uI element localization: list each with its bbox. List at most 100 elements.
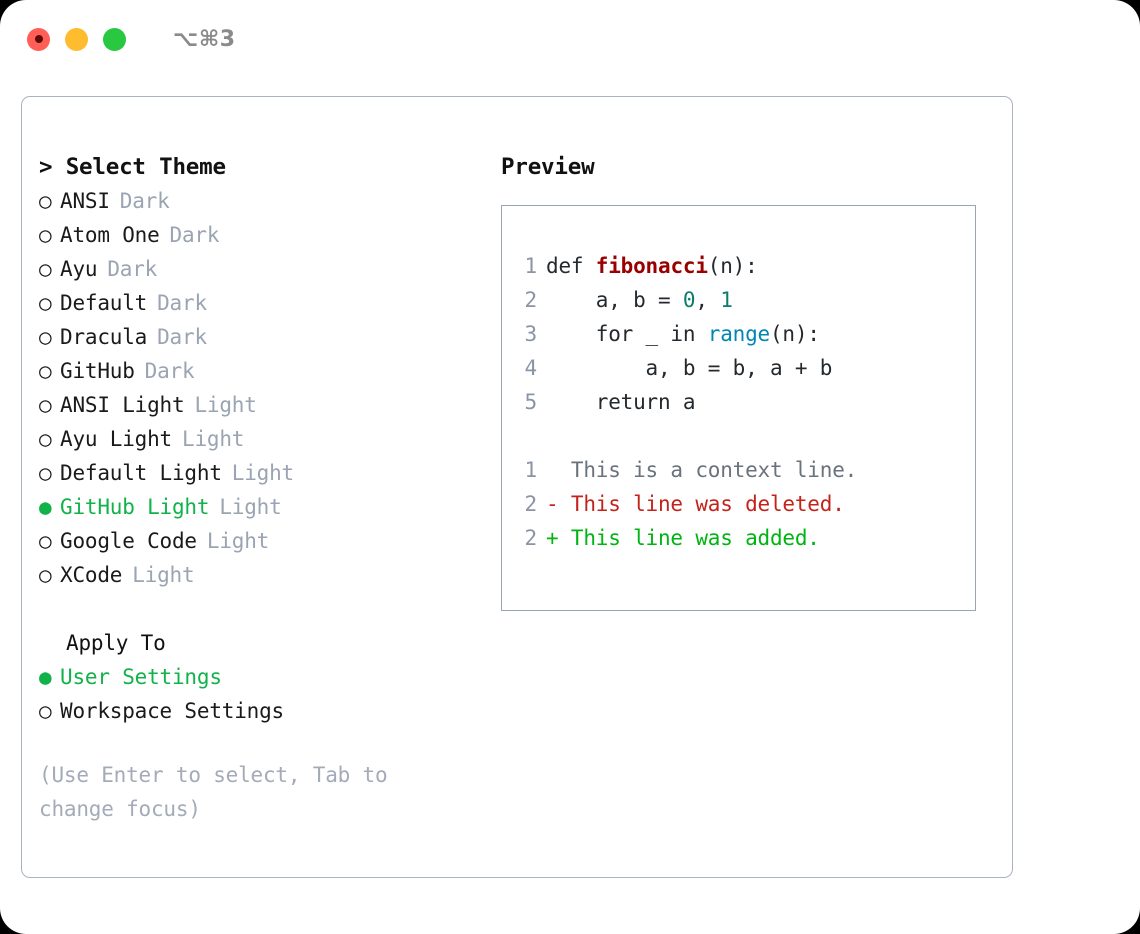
theme-option-tag: Dark bbox=[157, 325, 207, 349]
spacer bbox=[39, 592, 479, 626]
line-number: 1 bbox=[524, 254, 538, 278]
theme-option-label: Google Code bbox=[60, 529, 197, 553]
panel-columns: > Select Theme ○ ANSI Dark ○ Atom One Da… bbox=[22, 97, 1012, 877]
theme-option-label: Ayu Light bbox=[60, 427, 172, 451]
code-token: , bbox=[695, 288, 721, 312]
apply-to-option-workspace-settings[interactable]: ○ Workspace Settings bbox=[39, 694, 479, 728]
theme-option-label: XCode bbox=[60, 563, 123, 587]
radio-unselected-icon: ○ bbox=[39, 291, 52, 315]
radio-selected-icon: ● bbox=[39, 495, 52, 519]
diff-line-deleted: 2 - This line was deleted. bbox=[515, 487, 969, 521]
theme-option-label: GitHub bbox=[60, 359, 135, 383]
code-token: (n): bbox=[707, 254, 758, 278]
theme-option-dracula-dark[interactable]: ○ Dracula Dark bbox=[39, 320, 479, 354]
preview-column: Preview 1 def fibonacci(n): 2 a, b = 0, … bbox=[501, 150, 991, 611]
theme-option-label: Ayu bbox=[60, 257, 98, 281]
radio-unselected-icon: ○ bbox=[39, 461, 52, 485]
radio-unselected-icon: ○ bbox=[39, 189, 52, 213]
theme-option-tag: Light bbox=[206, 529, 270, 553]
radio-unselected-icon: ○ bbox=[39, 563, 52, 587]
close-dot-icon bbox=[34, 35, 43, 43]
code-line: 2 a, b = 0, 1 bbox=[515, 283, 969, 317]
code-line: 3 for _ in range(n): bbox=[515, 317, 969, 351]
theme-option-tag: Dark bbox=[169, 223, 220, 247]
line-number: 2 bbox=[524, 288, 538, 312]
theme-option-label: GitHub Light bbox=[60, 495, 210, 519]
theme-option-ansi-dark[interactable]: ○ ANSI Dark bbox=[39, 184, 479, 218]
radio-unselected-icon: ○ bbox=[39, 223, 52, 247]
code-token-number: 1 bbox=[720, 288, 733, 312]
radio-unselected-icon: ○ bbox=[39, 393, 52, 417]
title-bar: ⌥⌘3 bbox=[0, 0, 1140, 78]
code-content: for _ in range(n): bbox=[537, 317, 820, 351]
theme-option-tag: Light bbox=[132, 563, 195, 587]
code-content: a, b = b, a + b bbox=[546, 356, 833, 380]
apply-to-option-label: User Settings bbox=[60, 665, 222, 689]
code-token: for _ in bbox=[546, 322, 708, 346]
theme-picker-column: > Select Theme ○ ANSI Dark ○ Atom One Da… bbox=[39, 150, 479, 826]
diff-line-context: 1 This is a context line. bbox=[515, 453, 969, 487]
theme-option-tag: Dark bbox=[157, 291, 207, 315]
theme-option-xcode-light[interactable]: ○ XCode Light bbox=[39, 558, 479, 592]
code-token-builtin: range bbox=[707, 322, 770, 346]
code-content: a, b = 0, 1 bbox=[537, 283, 733, 317]
theme-option-tag: Light bbox=[194, 393, 257, 417]
radio-unselected-icon: ○ bbox=[39, 699, 52, 723]
radio-unselected-icon: ○ bbox=[39, 427, 52, 451]
line-number: 4 bbox=[524, 356, 538, 380]
diff-content: This is a context line. bbox=[546, 458, 858, 482]
theme-option-label: ANSI bbox=[60, 189, 110, 213]
minimize-button-icon[interactable] bbox=[65, 27, 88, 51]
diff-content: + This line was added. bbox=[546, 526, 820, 550]
code-preview: 1 def fibonacci(n): 2 a, b = 0, 1 3 for … bbox=[515, 249, 969, 555]
radio-unselected-icon: ○ bbox=[39, 325, 52, 349]
theme-option-tag: Dark bbox=[107, 257, 158, 281]
theme-option-default-dark[interactable]: ○ Default Dark bbox=[39, 286, 479, 320]
radio-unselected-icon: ○ bbox=[39, 359, 52, 383]
theme-option-tag: Dark bbox=[119, 189, 170, 213]
code-line: 4 a, b = b, a + b bbox=[515, 351, 969, 385]
code-token: a, b = bbox=[546, 288, 683, 312]
theme-option-label: Dracula bbox=[60, 325, 148, 349]
code-line: 5 return a bbox=[515, 385, 969, 419]
radio-selected-icon: ● bbox=[39, 665, 52, 689]
spacer bbox=[515, 419, 969, 453]
theme-option-ayu-dark[interactable]: ○ Ayu Dark bbox=[39, 252, 479, 286]
theme-option-google-code-light[interactable]: ○ Google Code Light bbox=[39, 524, 479, 558]
theme-option-label: Default Light bbox=[60, 461, 222, 485]
theme-option-atom-one-dark[interactable]: ○ Atom One Dark bbox=[39, 218, 479, 252]
theme-option-ayu-light[interactable]: ○ Ayu Light Light bbox=[39, 422, 479, 456]
theme-option-tag: Light bbox=[231, 461, 294, 485]
keyboard-hint-text: (Use Enter to select, Tab to change focu… bbox=[39, 763, 388, 821]
spacer bbox=[39, 728, 479, 758]
theme-option-ansi-light[interactable]: ○ ANSI Light Light bbox=[39, 388, 479, 422]
keyboard-shortcut-label: ⌥⌘3 bbox=[173, 26, 236, 52]
line-number: 1 bbox=[524, 458, 538, 482]
code-content: def fibonacci(n): bbox=[537, 249, 758, 283]
theme-option-label: Atom One bbox=[60, 223, 160, 247]
code-token: (n): bbox=[769, 322, 820, 346]
line-number: 2 bbox=[524, 526, 538, 550]
theme-option-tag: Light bbox=[182, 427, 245, 451]
theme-option-default-light[interactable]: ○ Default Light Light bbox=[39, 456, 479, 490]
maximize-button-icon[interactable] bbox=[103, 27, 126, 51]
line-number: 3 bbox=[524, 322, 538, 346]
code-token: def bbox=[546, 254, 596, 278]
main-panel: > Select Theme ○ ANSI Dark ○ Atom One Da… bbox=[21, 96, 1013, 878]
close-button-icon[interactable] bbox=[27, 27, 50, 51]
theme-option-label: Default bbox=[60, 291, 148, 315]
apply-to-option-user-settings[interactable]: ● User Settings bbox=[39, 660, 479, 694]
theme-option-tag: Dark bbox=[144, 359, 195, 383]
diff-content: - This line was deleted. bbox=[546, 492, 845, 516]
theme-option-github-light[interactable]: ● GitHub Light Light bbox=[39, 490, 479, 524]
apply-to-header: Apply To bbox=[66, 631, 166, 655]
radio-unselected-icon: ○ bbox=[39, 257, 52, 281]
radio-unselected-icon: ○ bbox=[39, 529, 52, 553]
diff-line-added: 2 + This line was added. bbox=[515, 521, 969, 555]
line-number: 5 bbox=[524, 390, 538, 414]
preview-title: Preview bbox=[501, 154, 595, 180]
theme-option-github-dark[interactable]: ○ GitHub Dark bbox=[39, 354, 479, 388]
code-line: 1 def fibonacci(n): bbox=[515, 249, 969, 283]
theme-option-tag: Light bbox=[219, 495, 282, 519]
